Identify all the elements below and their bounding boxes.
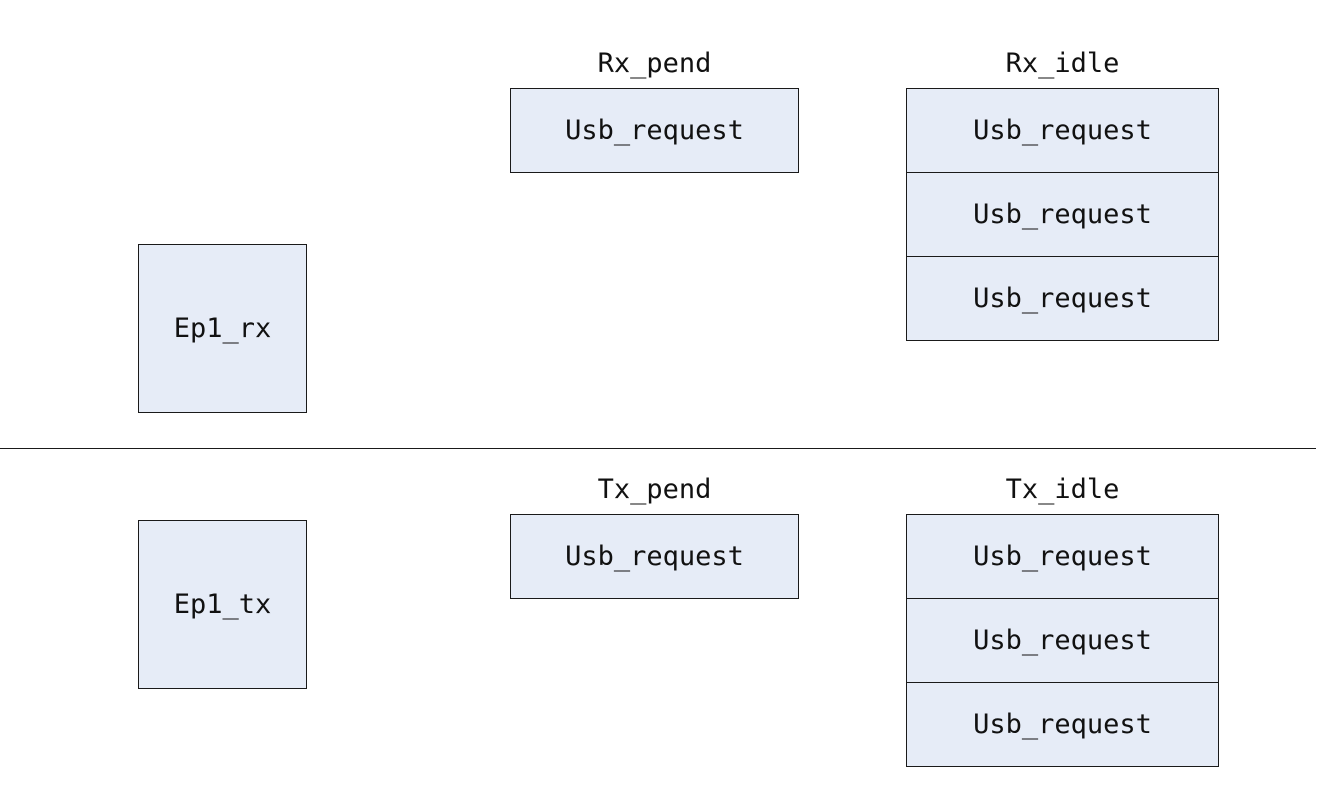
rx-idle-request: Usb_request (907, 172, 1218, 256)
tx-idle-title: Tx_idle (1005, 474, 1120, 505)
rx-idle-request: Usb_request (973, 115, 1152, 146)
rx-idle-request: Usb_request (907, 256, 1218, 340)
rx-idle-queue: Usb_request Usb_request Usb_request (906, 88, 1219, 341)
tx-idle-queue: Usb_request Usb_request Usb_request (906, 514, 1219, 767)
ep1-tx-endpoint: Ep1_tx (138, 520, 307, 689)
section-divider (0, 448, 1316, 449)
rx-pend-request: Usb_request (510, 88, 799, 173)
rx-idle-title: Rx_idle (1005, 48, 1120, 79)
tx-idle-request: Usb_request (907, 682, 1218, 766)
tx-idle-request: Usb_request (907, 598, 1218, 682)
tx-pend-request: Usb_request (510, 514, 799, 599)
rx-pend-title: Rx_pend (597, 48, 712, 79)
tx-idle-request: Usb_request (973, 541, 1152, 572)
ep1-rx-endpoint: Ep1_rx (138, 244, 307, 413)
tx-pend-title: Tx_pend (597, 474, 712, 505)
